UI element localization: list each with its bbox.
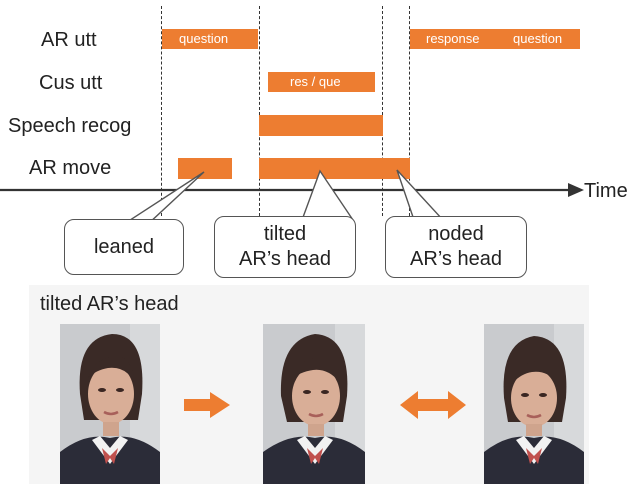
- timing-marker: [161, 6, 162, 216]
- bar-speech-recog: [259, 115, 383, 136]
- callout-text: AR’s head: [239, 248, 331, 270]
- bar-cus-res-que: res / que: [268, 72, 375, 92]
- callout-pointer-noded: [396, 169, 445, 221]
- bar-ar-response-question: response question: [410, 29, 580, 49]
- row-label-speech-recog: Speech recog: [8, 115, 132, 137]
- time-axis-label: Time: [584, 180, 628, 202]
- bar-ar-move-tilted-noded: [259, 158, 410, 179]
- callout-text: noded: [428, 223, 484, 245]
- row-label-cus-utt: Cus utt: [39, 72, 103, 94]
- timing-marker: [409, 6, 410, 216]
- android-photo-1: [60, 324, 160, 484]
- callout-text: AR’s head: [410, 248, 502, 270]
- bar-ar-question: question: [162, 29, 258, 49]
- callout-pointer-leaned: [121, 171, 205, 225]
- timing-marker: [259, 6, 260, 216]
- android-photo-2: [263, 324, 365, 484]
- photo-sequence-title: tilted AR’s head: [40, 293, 179, 315]
- row-label-ar-move: AR move: [29, 157, 112, 179]
- callout-pointer-tilted: [300, 169, 355, 221]
- bar-label: res / que: [290, 74, 341, 89]
- callout-text: tilted: [263, 223, 307, 245]
- bar-ar-move-leaned: [178, 158, 232, 179]
- time-axis-arrowhead: [568, 183, 584, 197]
- bar-label: question: [513, 31, 563, 46]
- callout-leaned: leaned: [64, 219, 184, 275]
- row-label-ar-utt: AR utt: [41, 29, 97, 51]
- double-arrow-icon: [400, 391, 466, 419]
- bar-label: question: [179, 31, 229, 46]
- android-photo-3: [484, 324, 584, 484]
- timing-marker: [382, 6, 383, 216]
- right-arrow-icon: [184, 392, 230, 418]
- callout-noded: noded AR’s head: [385, 216, 527, 278]
- callout-text: leaned: [93, 235, 155, 258]
- bar-label: response: [426, 31, 480, 46]
- callout-tilted: tilted AR’s head: [214, 216, 356, 278]
